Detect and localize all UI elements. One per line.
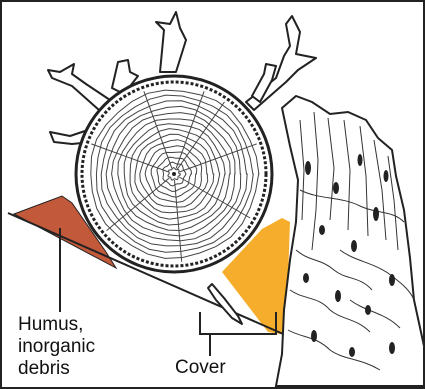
humus-label-line-1: Humus, (18, 314, 95, 336)
log-cross-section-icon (76, 76, 272, 272)
humus-label-line-2: inorganic (18, 336, 95, 358)
cover-label: Cover (175, 357, 226, 379)
humus-debris-label: Humus, inorganic debris (18, 314, 95, 380)
tree-stump-icon (276, 96, 424, 386)
humus-label-line-3: debris (18, 358, 95, 380)
